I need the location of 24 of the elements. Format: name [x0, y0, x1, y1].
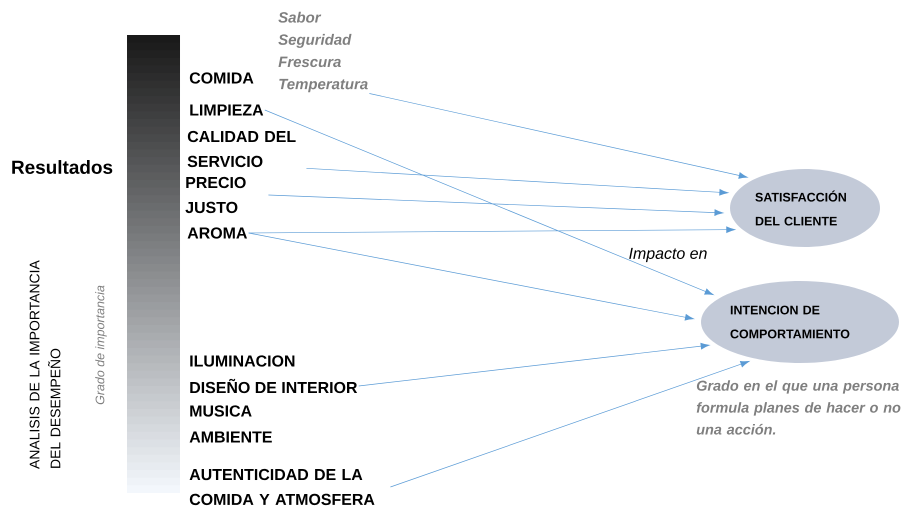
factor-label: MUSICA	[190, 405, 252, 417]
factor-label: AROMA	[188, 227, 247, 239]
factor-label: LIMPIEZA	[190, 104, 264, 116]
factor-label: COMIDA	[190, 72, 254, 84]
arrow	[369, 93, 748, 179]
arrow	[248, 232, 694, 320]
arrow	[264, 110, 714, 296]
factor-label: DISEÑO DE INTERIOR	[190, 378, 358, 394]
side-title: ANALISIS DE LA IMPORTANCIA DEL DESEMPEÑO	[30, 260, 60, 469]
definition-text: Grado en el que una persona formula planes de hacer o no una acción.	[696, 380, 900, 435]
attribute-list: Sabor Seguridad Frescura Temperatura	[278, 12, 368, 92]
arrow	[390, 360, 750, 488]
factor-label: AMBIENTE	[190, 432, 272, 442]
factor-label: PRECIO JUSTO	[185, 176, 246, 214]
arrow	[358, 342, 710, 386]
factor-label: ILUMINACION	[190, 355, 294, 367]
scale-label: Grado de importancia	[95, 286, 107, 404]
impact-label: Impacto en	[629, 248, 707, 262]
arrow	[248, 226, 736, 234]
arrow	[268, 194, 724, 216]
factor-label: AUTENTICIDAD DE LA COMIDA Y ATMOSFERA	[190, 468, 374, 506]
heading: Resultados	[12, 160, 112, 174]
factor-label: CALIDAD DEL SERVICIO	[188, 130, 296, 168]
arrow	[306, 168, 728, 196]
